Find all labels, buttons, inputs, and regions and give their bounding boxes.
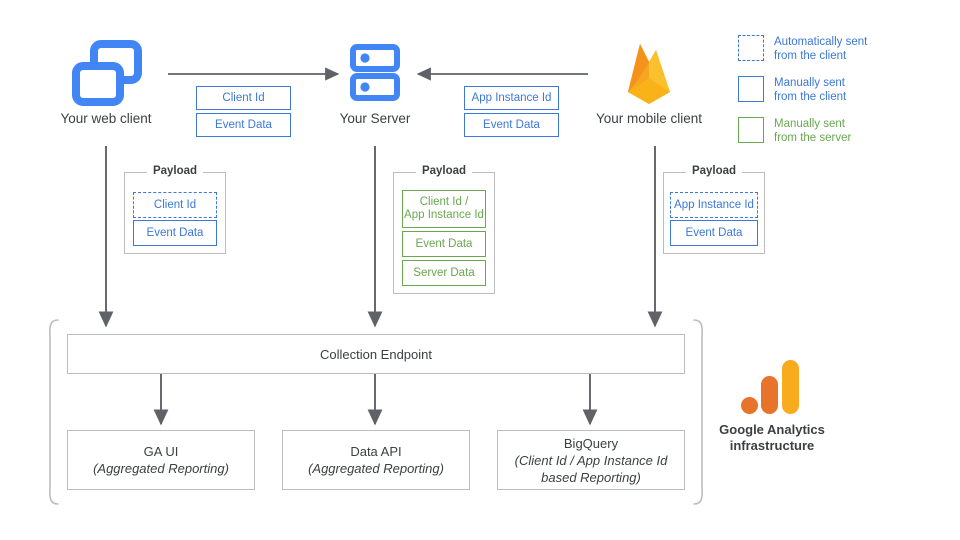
infrastructure-bracket-left bbox=[49, 319, 59, 505]
payload-web-title: Payload bbox=[146, 165, 204, 177]
mobile-client-label: Your mobile client bbox=[595, 111, 703, 126]
payload-web-item-event-data: Event Data bbox=[133, 220, 217, 246]
firebase-flame-icon bbox=[618, 38, 680, 110]
payload-mobile-item-app-instance-id: App Instance Id bbox=[670, 192, 758, 218]
output-title-data-api: Data API bbox=[350, 444, 402, 459]
transport-chip-app-instance-id: App Instance Id bbox=[464, 86, 559, 110]
legend-swatch-solid-green bbox=[738, 117, 764, 143]
output-title-ga-ui: GA UI bbox=[143, 444, 179, 459]
output-title-bigquery: BigQuery bbox=[563, 435, 619, 451]
payload-mobile-item-event-data: Event Data bbox=[670, 220, 758, 246]
google-analytics-logo bbox=[740, 358, 804, 416]
server-racks-icon bbox=[349, 44, 401, 102]
collection-endpoint-label: Collection Endpoint bbox=[319, 346, 433, 362]
payload-mobile-title: Payload bbox=[685, 165, 743, 177]
server-label: Your Server bbox=[339, 111, 411, 126]
output-subtitle-data-api: (Aggregated Reporting) bbox=[308, 461, 444, 476]
payload-server-item-ids: Client Id /App Instance Id bbox=[402, 190, 486, 228]
payload-server-item-event-data: Event Data bbox=[402, 231, 486, 257]
payload-server-item-server-data: Server Data bbox=[402, 260, 486, 286]
infrastructure-bracket-right bbox=[693, 319, 703, 505]
collection-endpoint-box: Collection Endpoint bbox=[67, 334, 685, 374]
payload-server-title: Payload bbox=[415, 165, 473, 177]
web-client-label: Your web client bbox=[60, 111, 152, 126]
output-subtitle-ga-ui: (Aggregated Reporting) bbox=[93, 461, 229, 476]
payload-web-item-client-id: Client Id bbox=[133, 192, 217, 218]
transport-chip-client-id: Client Id bbox=[196, 86, 291, 110]
output-box-data-api: Data API (Aggregated Reporting) bbox=[282, 430, 470, 490]
transport-chip-event-data: Event Data bbox=[196, 113, 291, 137]
legend-swatch-dashed-blue bbox=[738, 35, 764, 61]
legend-swatch-solid-blue bbox=[738, 76, 764, 102]
browser-windows-icon bbox=[72, 40, 142, 106]
transport-chip-event-data-mobile: Event Data bbox=[464, 113, 559, 137]
output-box-ga-ui: GA UI (Aggregated Reporting) bbox=[67, 430, 255, 490]
